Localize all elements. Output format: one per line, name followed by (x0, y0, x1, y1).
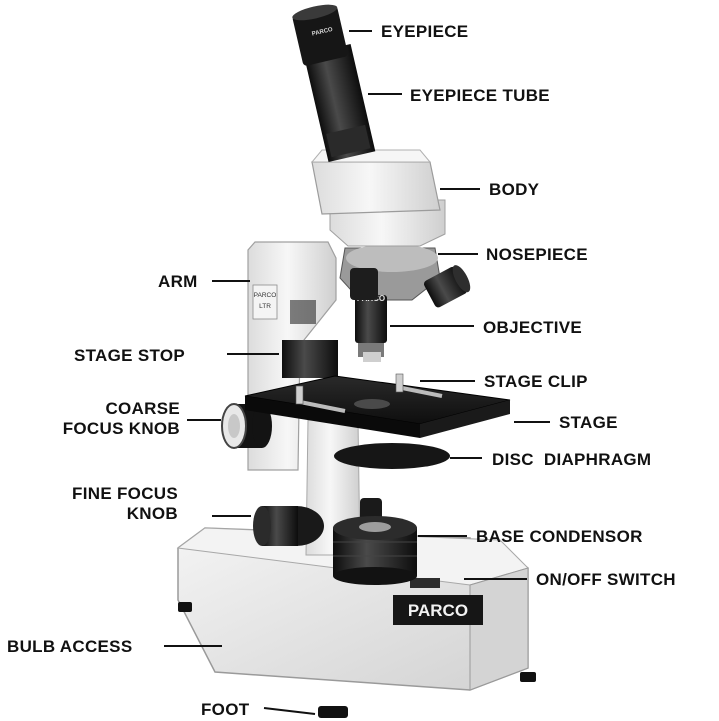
label-nosepiece: NOSEPIECE (486, 245, 588, 264)
label-stage-clip: STAGE CLIP (484, 372, 588, 391)
label-fine-focus-knob-line2: KNOB (60, 504, 178, 524)
label-eyepiece: EYEPIECE (381, 22, 468, 41)
body-housing (312, 150, 445, 246)
base-brand-text: PARCO (408, 601, 468, 620)
arm-plate-model-text: LTR (259, 303, 271, 310)
disc-diaphragm (334, 443, 450, 469)
label-stage: STAGE (559, 413, 618, 432)
label-stage-stop: STAGE STOP (74, 346, 185, 365)
label-disc-diaphragm: DISC DIAPHRAGM (492, 450, 651, 469)
label-coarse-focus-knob-line2: FOCUS KNOB (58, 419, 180, 439)
label-objective: OBJECTIVE (483, 318, 582, 337)
eyepiece: PARCO (291, 1, 348, 66)
leader-foot (264, 708, 315, 714)
stage-stop (282, 340, 338, 378)
label-coarse-focus-knob: COARSE FOCUS KNOB (58, 399, 180, 439)
arm-label-plate (253, 285, 277, 319)
arm-plate-brand-text: PARCO (254, 292, 277, 299)
label-base-condensor: BASE CONDENSOR (476, 527, 643, 546)
label-fine-focus-knob: FINE FOCUS KNOB (60, 484, 178, 524)
label-eyepiece-tube: EYEPIECE TUBE (410, 86, 550, 105)
base-condensor (333, 516, 417, 585)
label-on-off-switch: ON/OFF SWITCH (536, 570, 676, 589)
label-fine-focus-knob-line1: FINE FOCUS (60, 484, 178, 504)
label-foot: FOOT (201, 700, 249, 719)
label-bulb-access: BULB ACCESS (7, 637, 132, 656)
label-coarse-focus-knob-line1: COARSE (58, 399, 180, 419)
label-body: BODY (489, 180, 539, 199)
on-off-switch-control (410, 578, 440, 588)
label-arm: ARM (158, 272, 198, 291)
